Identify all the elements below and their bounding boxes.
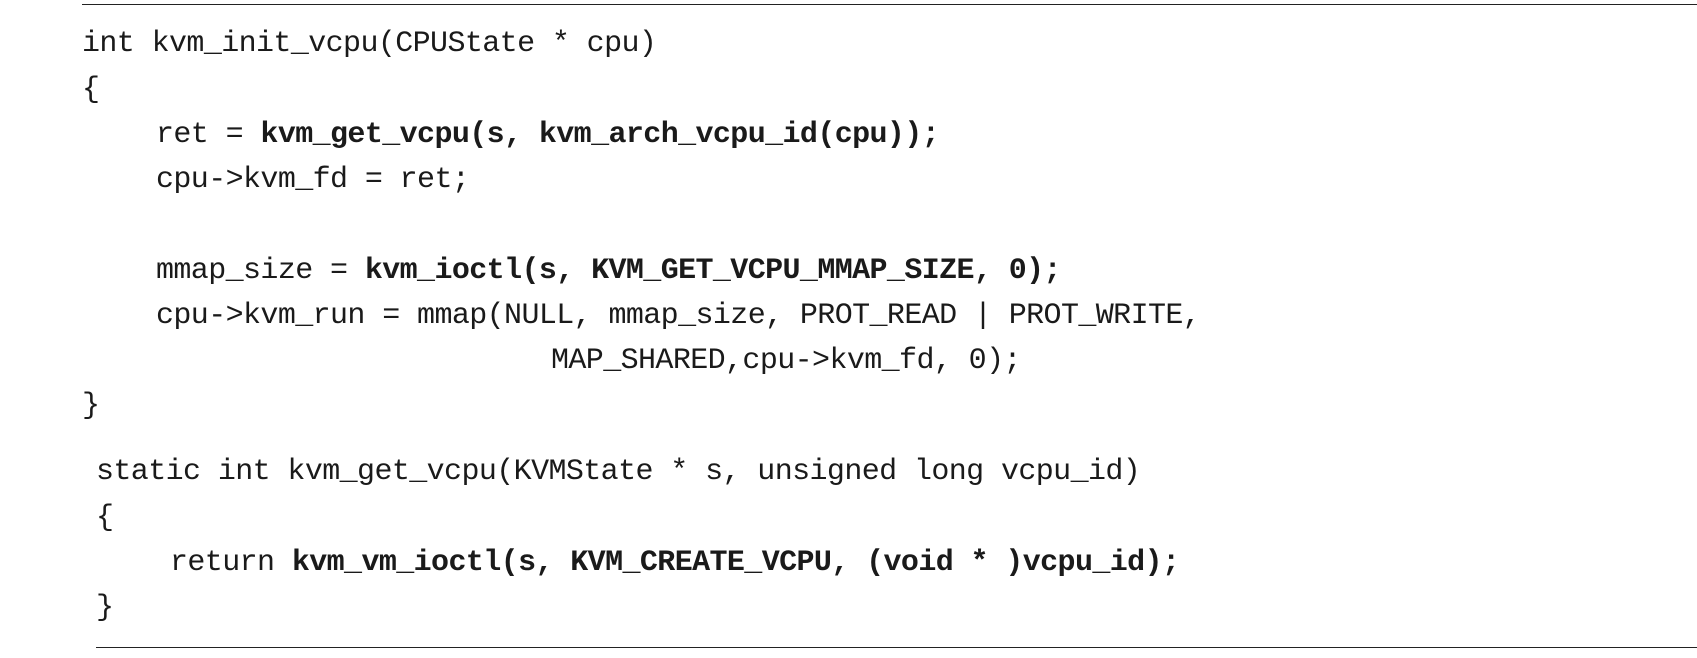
- code-text: cpu->kvm_fd = ret;: [156, 163, 470, 197]
- get-vcpu-signature: static int kvm_get_vcpu(KVMState * s, un…: [96, 454, 1141, 490]
- get-vcpu-open-brace: {: [96, 500, 114, 536]
- kvm-run-assignment-line: cpu->kvm_run = mmap(NULL, mmap_size, PRO…: [156, 298, 1201, 334]
- mmap-size-line: mmap_size = kvm_ioctl(s, KVM_GET_VCPU_MM…: [156, 253, 1062, 289]
- ret-assignment-line: ret = kvm_get_vcpu(s, kvm_arch_vcpu_id(c…: [156, 117, 940, 153]
- get-vcpu-close-brace: }: [96, 590, 114, 626]
- highlighted-call: kvm_vm_ioctl(s, KVM_CREATE_VCPU, (void *…: [291, 546, 1180, 580]
- bottom-rule: [96, 647, 1697, 648]
- fd-assignment-line: cpu->kvm_fd = ret;: [156, 162, 470, 198]
- code-text: ret =: [156, 118, 261, 152]
- init-vcpu-close-brace: }: [82, 388, 100, 424]
- top-rule: [82, 4, 1697, 5]
- code-text: int kvm_init_vcpu(CPUState * cpu): [82, 27, 657, 61]
- return-line: return kvm_vm_ioctl(s, KVM_CREATE_VCPU, …: [170, 545, 1180, 581]
- code-text: MAP_SHARED,cpu->kvm_fd, 0);: [551, 344, 1021, 378]
- init-vcpu-signature: int kvm_init_vcpu(CPUState * cpu): [82, 26, 657, 62]
- code-text: }: [96, 591, 114, 625]
- kvm-run-continuation-line: MAP_SHARED,cpu->kvm_fd, 0);: [551, 343, 1021, 379]
- highlighted-call: kvm_get_vcpu(s, kvm_arch_vcpu_id(cpu));: [260, 118, 940, 152]
- code-text: static int kvm_get_vcpu(KVMState * s, un…: [96, 455, 1141, 489]
- code-text: {: [82, 73, 100, 107]
- code-text: return: [170, 546, 292, 580]
- code-text: cpu->kvm_run = mmap(NULL, mmap_size, PRO…: [156, 299, 1201, 333]
- highlighted-call: kvm_ioctl(s, KVM_GET_VCPU_MMAP_SIZE, 0);: [364, 254, 1062, 288]
- code-text: mmap_size =: [156, 254, 365, 288]
- code-text: {: [96, 501, 114, 535]
- init-vcpu-open-brace: {: [82, 72, 100, 108]
- code-text: }: [82, 389, 100, 423]
